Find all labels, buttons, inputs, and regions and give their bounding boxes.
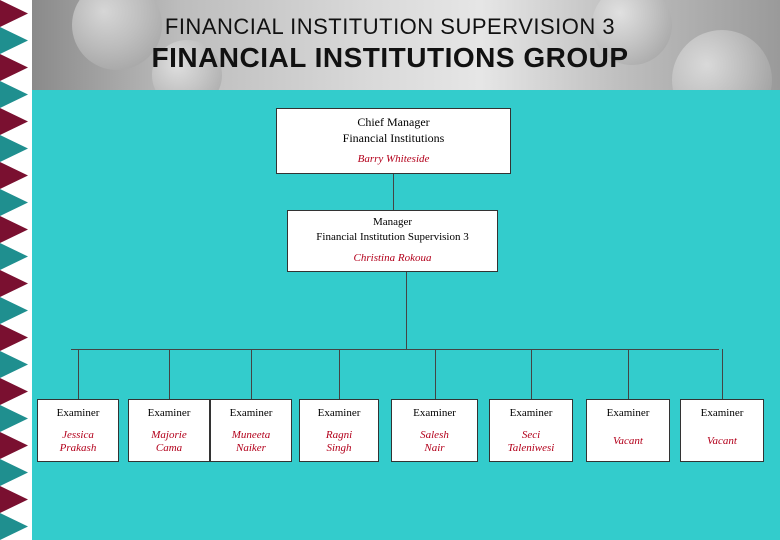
connector-drop-examiner [251, 349, 252, 399]
page-title-line-2: FINANCIAL INSTITUTIONS GROUP [151, 42, 629, 73]
coin-decoration [72, 0, 162, 70]
examiner-title: Examiner [56, 407, 100, 419]
chief-title-line-2: Financial Institutions [342, 131, 445, 145]
strip-triangle [0, 324, 28, 351]
examiner-title: Examiner [413, 407, 456, 419]
strip-triangle [0, 54, 28, 81]
examiner-title: Examiner [317, 407, 361, 419]
strip-triangle [0, 108, 28, 135]
manager-box: Manager Financial Institution Supervisio… [287, 210, 498, 272]
strip-triangle [0, 81, 28, 108]
examiner-title: Examiner [606, 407, 650, 419]
coin-decoration [152, 40, 222, 90]
examiner-box: Examiner Vacant [586, 399, 670, 462]
chief-name: Barry Whiteside [357, 153, 430, 165]
strip-triangle [0, 432, 28, 459]
strip-triangle [0, 486, 28, 513]
manager-name: Christina Rokoua [353, 252, 432, 264]
examiner-name: Vacant [613, 435, 643, 447]
connector-horizontal-bus [71, 349, 719, 350]
header-banner [32, 0, 780, 90]
manager-title-line-1: Manager [372, 216, 413, 228]
strip-triangle [0, 243, 28, 270]
connector-drop-examiner [722, 349, 723, 399]
strip-triangle [0, 351, 28, 378]
decorative-triangle-strip [0, 0, 32, 540]
chief-title-line-1: Chief Manager [357, 115, 430, 129]
strip-triangle [0, 216, 28, 243]
strip-triangle [0, 378, 28, 405]
strip-triangle [0, 405, 28, 432]
strip-triangle [0, 270, 28, 297]
connector-drop-examiner [169, 349, 170, 399]
examiner-title: Examiner [509, 407, 553, 419]
connector-drop-examiner [78, 349, 79, 399]
page-title-line-1: FINANCIAL INSTITUTION SUPERVISION 3 [164, 14, 616, 39]
connector-chief-manager [393, 174, 394, 210]
connector-drop-examiner [339, 349, 340, 399]
strip-triangle [0, 27, 28, 54]
strip-triangle [0, 0, 28, 27]
strip-triangle [0, 459, 28, 486]
connector-drop-examiner [531, 349, 532, 399]
connector-drop-examiner [628, 349, 629, 399]
chief-manager-box: Chief Manager Financial Institutions Bar… [276, 108, 511, 174]
manager-title-line-2: Financial Institution Supervision 3 [316, 231, 469, 243]
strip-triangle [0, 513, 28, 540]
examiner-title: Examiner [700, 407, 744, 419]
examiner-box: Examiner Vacant [680, 399, 764, 462]
examiner-title: Examiner [229, 407, 273, 419]
examiner-name: Vacant [707, 435, 737, 447]
examiner-title: Examiner [147, 407, 191, 419]
strip-triangle [0, 189, 28, 216]
strip-triangle [0, 297, 28, 324]
connector-manager-down [406, 272, 407, 349]
connector-drop-examiner [435, 349, 436, 399]
strip-triangle [0, 162, 28, 189]
strip-triangle [0, 135, 28, 162]
coin-decoration [592, 0, 672, 65]
